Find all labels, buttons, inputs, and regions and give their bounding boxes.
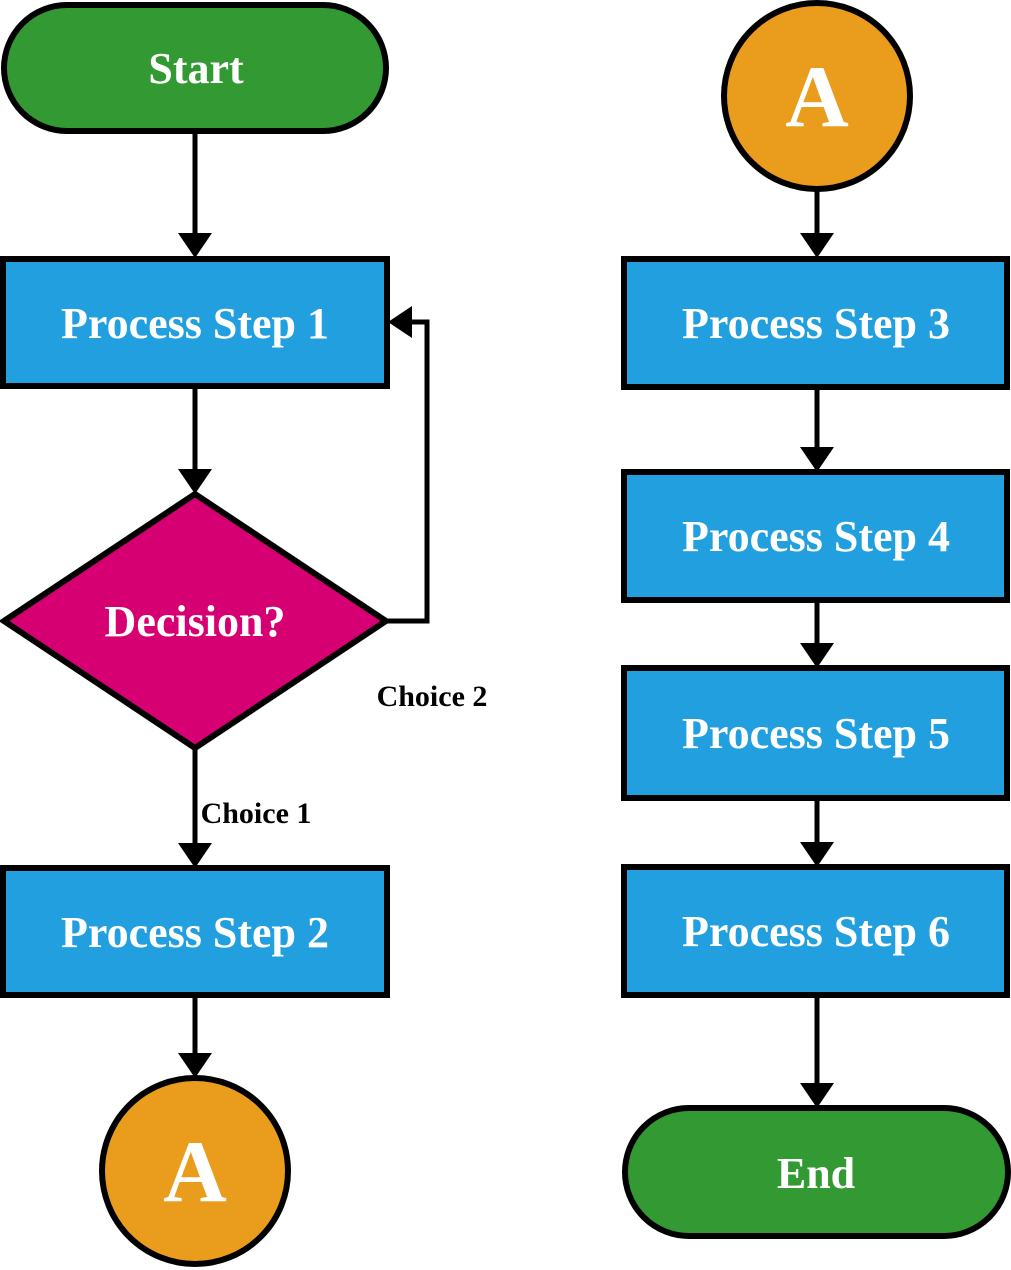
node-step3-label: Process Step 3: [682, 299, 950, 348]
node-step2-label: Process Step 2: [61, 908, 329, 957]
node-start-label: Start: [148, 44, 244, 93]
node-step5-label: Process Step 5: [682, 709, 950, 758]
node-step2-process: [0, 865, 390, 998]
nodes-left-column: Start Process Step 1 Decision? Process S…: [0, 2, 488, 1267]
node-step3-process: [621, 256, 1010, 390]
node-decision-diamond: [0, 490, 392, 752]
edge-label-choice1: Choice 1: [201, 797, 312, 830]
node-connector-a-left-label: A: [163, 1124, 227, 1221]
edge-step4-to-step5: [800, 600, 834, 668]
node-end-terminator: [622, 1105, 1011, 1239]
arrowhead-down-icon: [178, 1053, 212, 1078]
arrowhead-down-icon: [800, 842, 834, 867]
node-decision-label: Decision?: [105, 597, 286, 646]
node-step1-label: Process Step 1: [61, 299, 329, 348]
nodes-right-column: A Process Step 3 Process Step 4 Process …: [621, 0, 1011, 1239]
arrowhead-down-icon: [800, 1083, 834, 1108]
edge-decision-to-step2-choice1: [178, 748, 212, 868]
node-step4-process: [621, 469, 1010, 603]
node-connector-a-right: [721, 0, 913, 192]
node-connector-a-left: [99, 1075, 291, 1267]
edge-step5-to-step6: [800, 798, 834, 867]
edge-step1-to-decision: [178, 386, 212, 494]
edge-step3-to-step4: [800, 387, 834, 472]
node-end-label: End: [777, 1149, 855, 1198]
arrowhead-down-icon: [800, 233, 834, 258]
node-step6-label: Process Step 6: [682, 907, 950, 956]
node-step1-process: [0, 256, 390, 389]
arrowhead-down-icon: [800, 643, 834, 668]
edge-step6-to-end: [800, 995, 834, 1108]
edge-connector-a-right-to-step3: [800, 189, 834, 258]
arrowhead-left-icon: [388, 306, 412, 338]
edge-line: [384, 319, 430, 624]
node-step6-process: [621, 864, 1010, 998]
edge-label-choice2: Choice 2: [377, 680, 488, 713]
node-start-terminator: [1, 2, 389, 134]
node-step5-process: [621, 665, 1010, 801]
arrowhead-down-icon: [178, 843, 212, 868]
edge-step2-to-connector-a-left: [178, 995, 212, 1078]
edge-decision-to-step1-choice2-loop: [384, 306, 430, 624]
edge-start-to-step1: [178, 131, 212, 258]
node-step4-label: Process Step 4: [682, 512, 950, 561]
edges: [178, 131, 834, 1108]
arrowhead-down-icon: [178, 233, 212, 258]
node-connector-a-right-label: A: [785, 49, 849, 146]
arrowhead-down-icon: [800, 447, 834, 472]
arrowhead-down-icon: [178, 469, 212, 494]
